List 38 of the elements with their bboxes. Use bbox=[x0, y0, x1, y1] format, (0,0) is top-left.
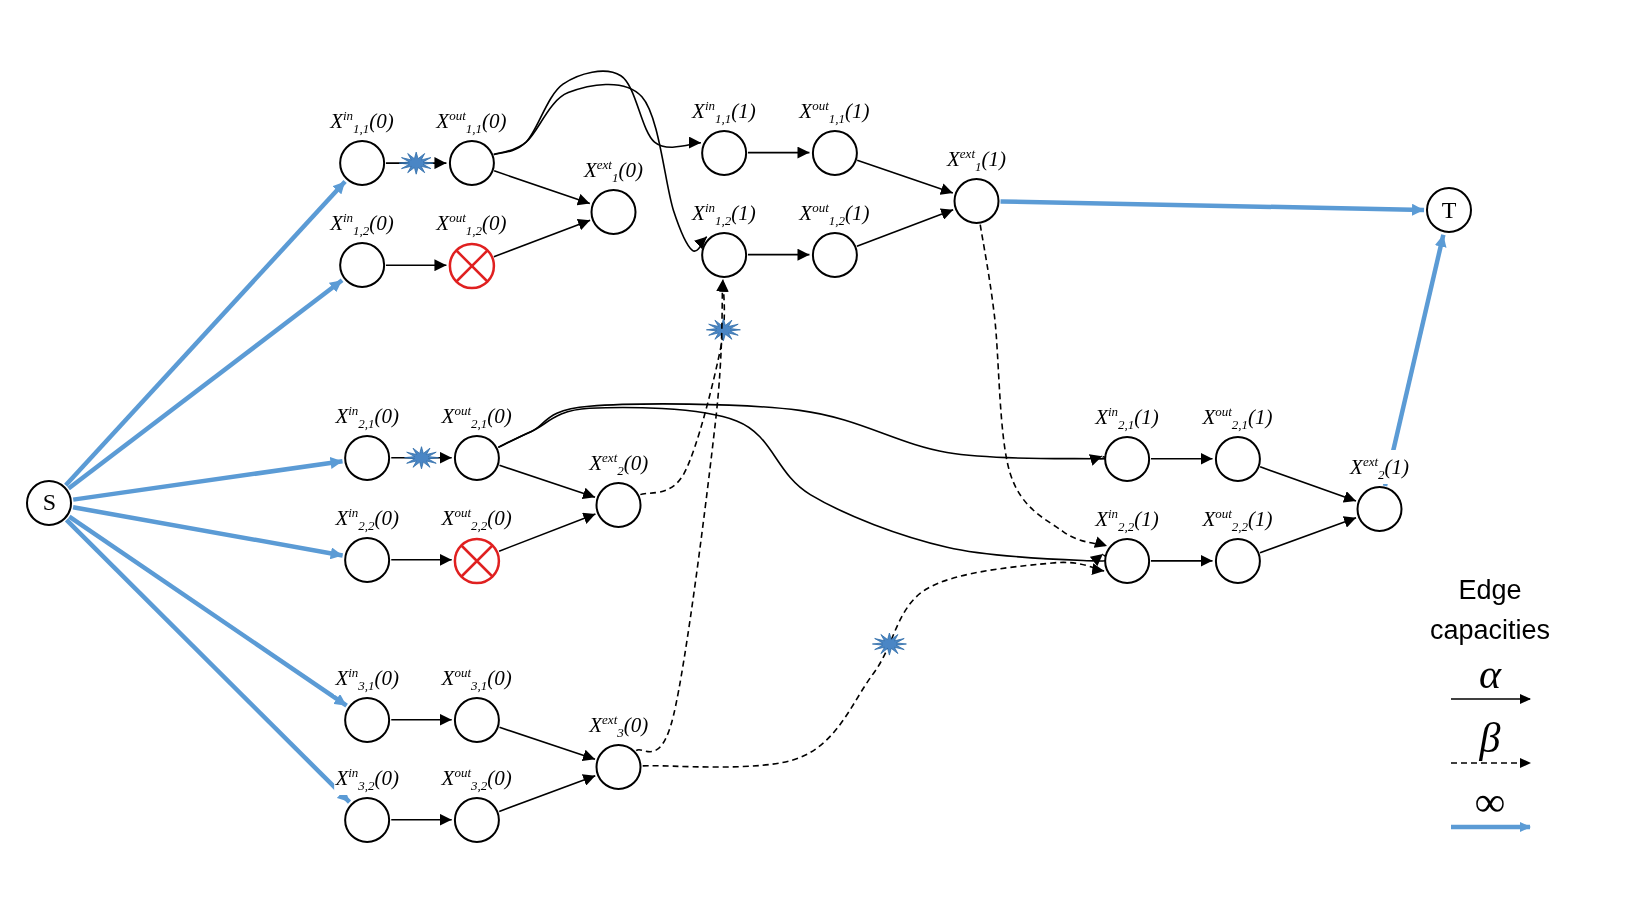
arrow bbox=[747, 248, 811, 261]
legend-symbol: ∞ bbox=[1474, 778, 1506, 826]
arrow bbox=[493, 83, 708, 252]
arrow bbox=[498, 774, 597, 813]
arrow bbox=[979, 223, 1108, 549]
arrow bbox=[1259, 466, 1357, 503]
arrow bbox=[639, 278, 730, 496]
arrow bbox=[385, 259, 448, 272]
arrow bbox=[64, 518, 352, 804]
arrow bbox=[1382, 234, 1447, 487]
arrow bbox=[856, 159, 954, 195]
arrow bbox=[1259, 516, 1357, 554]
arrow bbox=[390, 553, 453, 566]
arrow bbox=[1150, 554, 1214, 567]
arrow bbox=[493, 170, 591, 206]
arrow bbox=[856, 208, 954, 247]
node-label: X$^{ext}$$_{2}$(1) bbox=[1349, 450, 1411, 485]
arrow bbox=[68, 514, 348, 708]
arrow bbox=[390, 713, 453, 726]
arrow bbox=[72, 505, 344, 560]
arrow bbox=[390, 813, 453, 826]
legend-symbol: β bbox=[1478, 714, 1502, 762]
arrow bbox=[493, 218, 591, 258]
circle-node: S bbox=[26, 480, 73, 526]
arrow bbox=[67, 278, 344, 491]
legend-title: Edge capacities bbox=[1428, 574, 1552, 647]
arrow bbox=[498, 464, 596, 500]
legend-symbol: α bbox=[1477, 650, 1503, 698]
arrow bbox=[747, 146, 811, 159]
arrow bbox=[1000, 199, 1425, 216]
arrow bbox=[1150, 452, 1214, 465]
arrow bbox=[64, 180, 347, 487]
arrow bbox=[72, 457, 343, 502]
arrow bbox=[498, 726, 596, 762]
arrow bbox=[635, 278, 729, 753]
circle-node: T bbox=[1426, 187, 1472, 234]
arrow bbox=[641, 561, 1105, 768]
arrow bbox=[498, 512, 597, 552]
